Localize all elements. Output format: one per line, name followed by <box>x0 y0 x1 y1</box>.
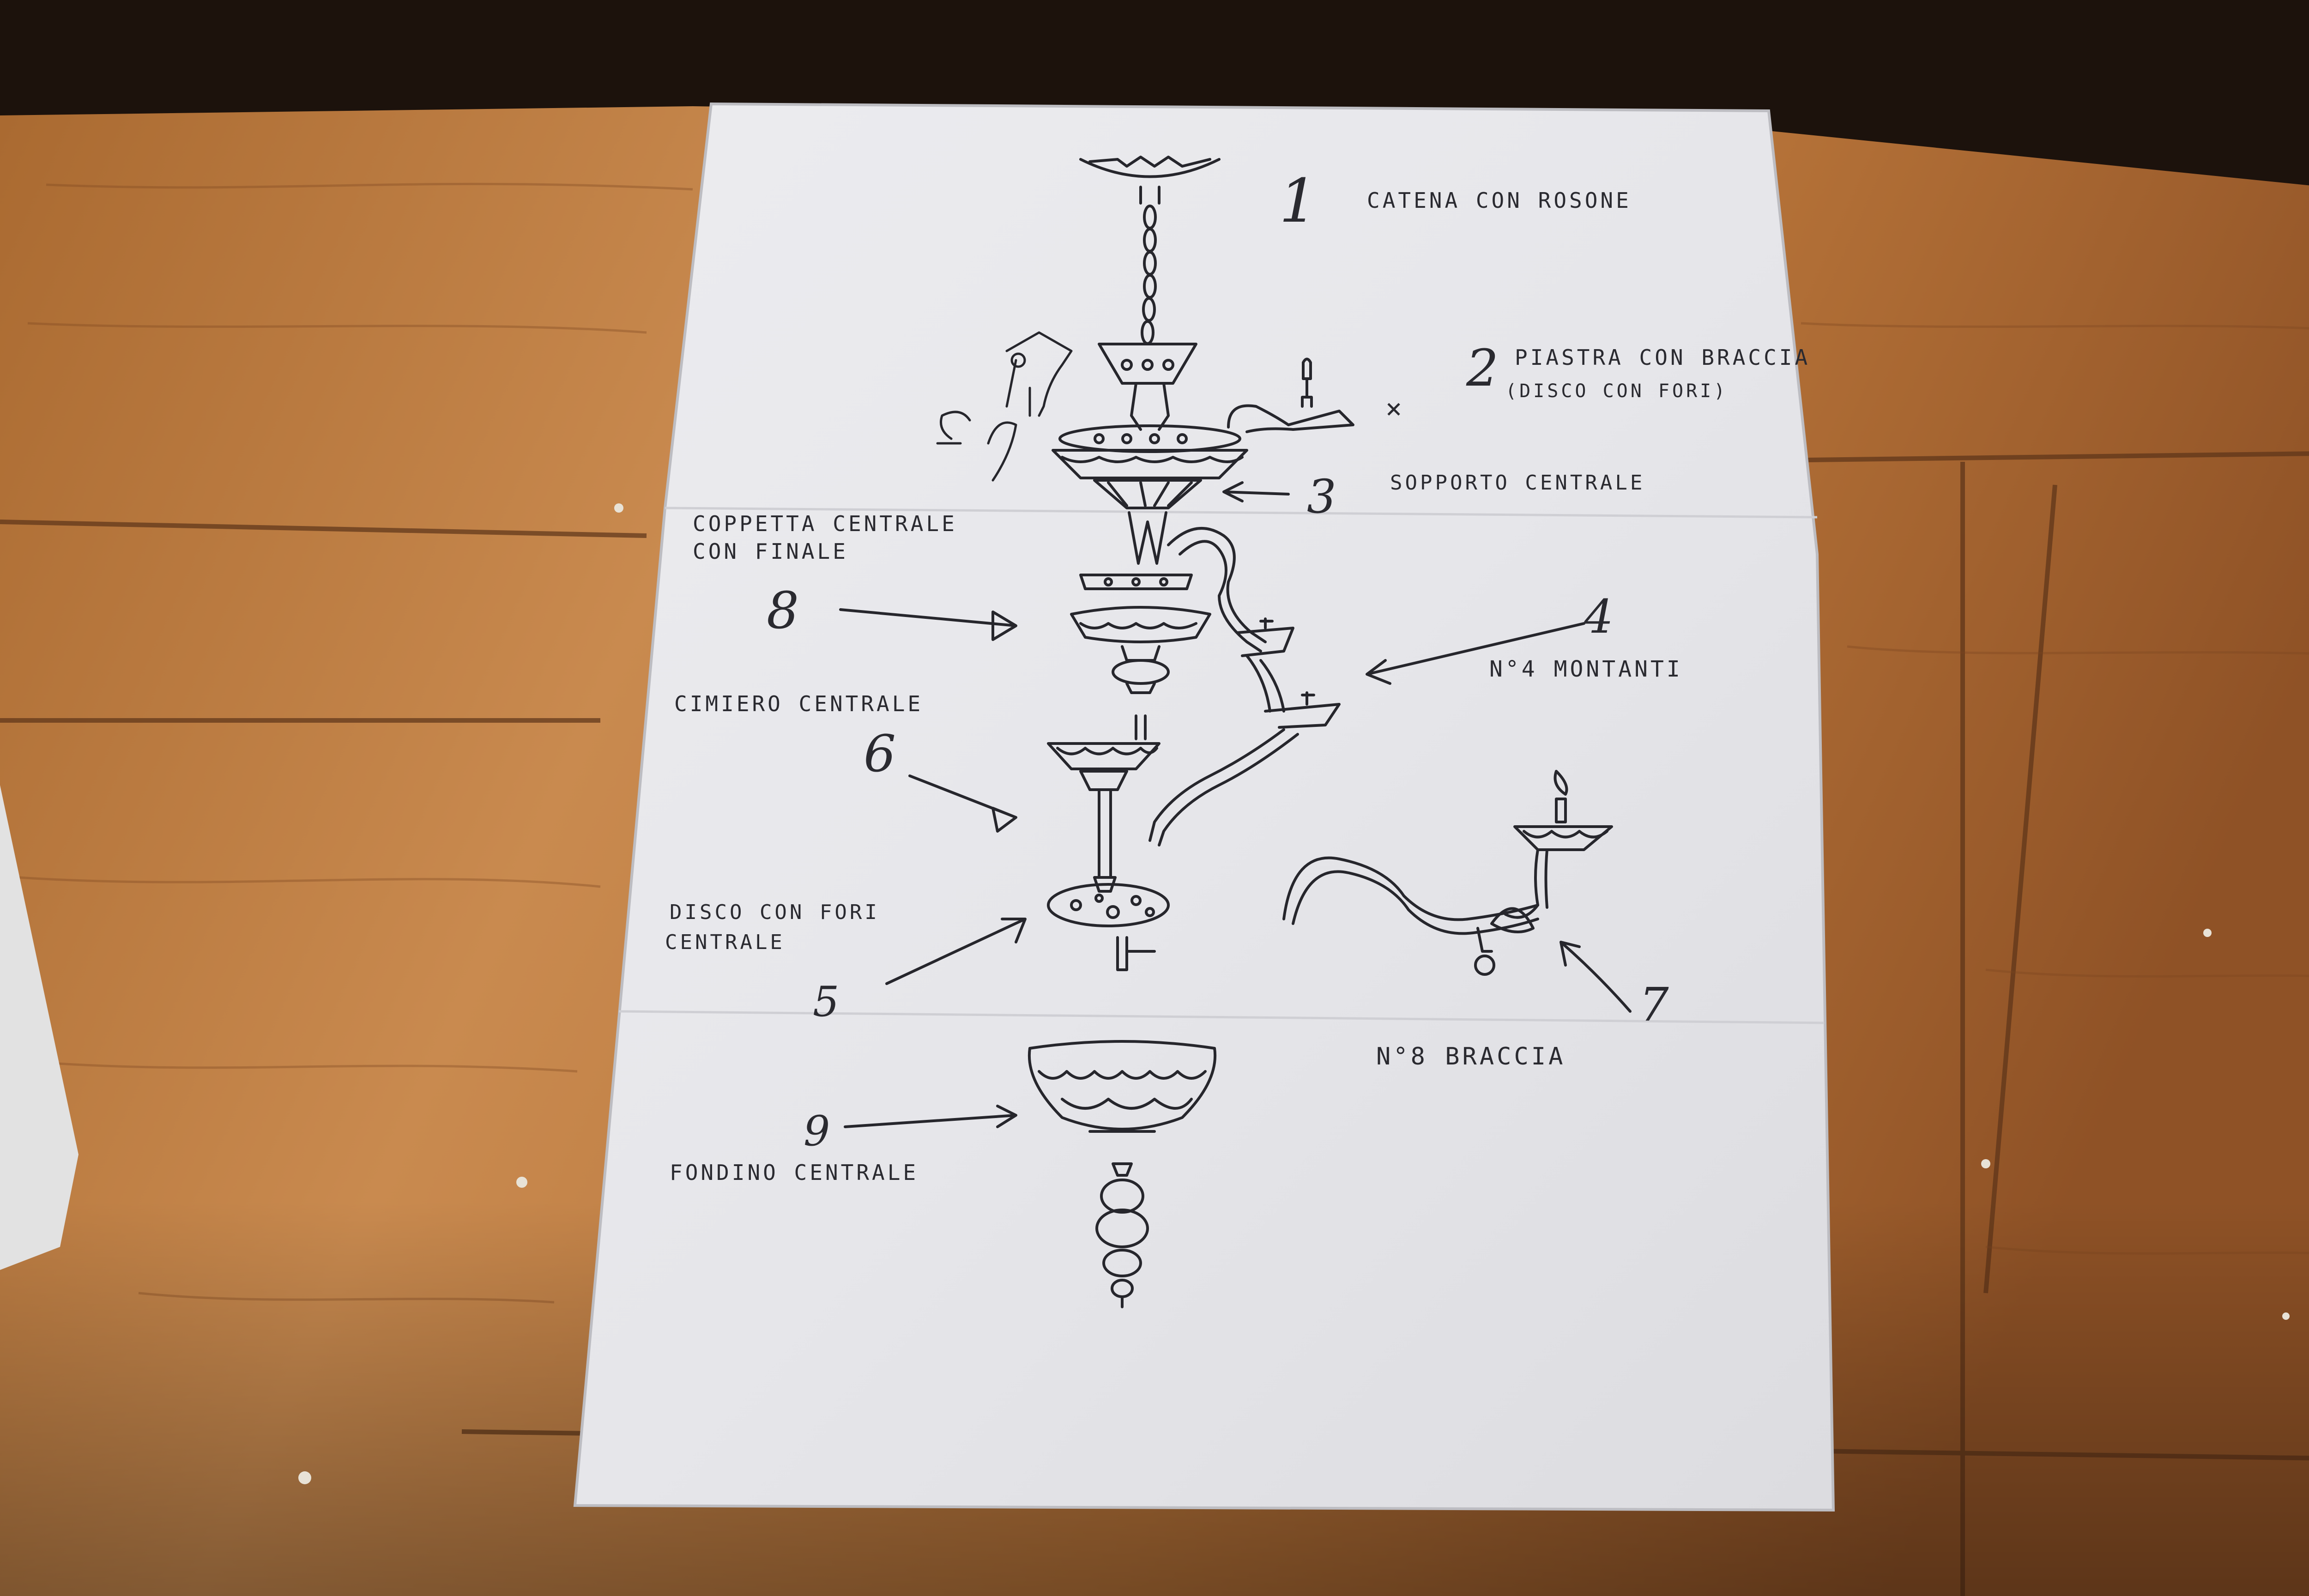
arrows <box>839 481 1632 1128</box>
label-9-text: FONDINO CENTRALE <box>670 1160 919 1185</box>
label-1-text: CATENA CON ROSONE <box>1367 188 1632 213</box>
label-2-number: 2 <box>1466 339 1499 398</box>
side-ornaments <box>936 331 1073 482</box>
label-9-number: 9 <box>804 1107 830 1155</box>
other-paper-edge <box>0 785 79 1270</box>
label-8-line2: CON FINALE <box>693 539 848 564</box>
label-8-line1: COPPETTA CENTRALE <box>693 511 957 536</box>
label-3-number: 3 <box>1307 470 1336 524</box>
label-2: 2 PIASTRA CON BRACCIA (DISCO CON FORI) <box>1466 339 1810 402</box>
label-4: 4 N°4 MONTANTI <box>1489 590 1683 682</box>
label-6: CIMIERO CENTRALE 6 <box>674 691 923 783</box>
label-7: 7 N°8 BRACCIA <box>1376 978 1669 1070</box>
label-1-number: 1 <box>1279 166 1318 236</box>
label-4-text: N°4 MONTANTI <box>1489 656 1683 682</box>
label-6-number: 6 <box>864 724 896 783</box>
dark-background <box>0 0 2309 186</box>
paper-sheet <box>573 102 1835 1512</box>
braccia-sketch <box>1282 770 1613 976</box>
label-5-line2: CENTRALE <box>665 931 785 954</box>
label-7-number: 7 <box>1639 978 1669 1032</box>
label-7-text: N°8 BRACCIA <box>1376 1043 1566 1070</box>
montanti-sketch <box>1148 527 1341 846</box>
label-2-line2: (DISCO CON FORI) <box>1505 381 1728 402</box>
label-8-number: 8 <box>767 581 799 640</box>
chandelier-drawing <box>1028 156 1248 1308</box>
label-8: COPPETTA CENTRALE CON FINALE 8 <box>693 511 957 640</box>
label-5-line1: DISCO CON FORI <box>670 901 880 924</box>
label-3: 3 SOPPORTO CENTRALE <box>1307 470 1645 524</box>
label-5-number: 5 <box>813 978 839 1026</box>
label-2-x-mark: × <box>1385 393 1405 425</box>
chain-links <box>1141 205 1157 345</box>
label-9: 9 FONDINO CENTRALE <box>670 1107 919 1185</box>
label-1: 1 CATENA CON ROSONE <box>1279 166 1632 236</box>
label-6-text: CIMIERO CENTRALE <box>674 691 923 716</box>
label-2-line1: PIASTRA CON BRACCIA <box>1515 345 1810 370</box>
label-5: DISCO CON FORI CENTRALE 5 <box>665 901 880 1026</box>
arm-sketch <box>1227 357 1354 433</box>
label-4-number: 4 <box>1584 590 1614 644</box>
table-debris <box>298 503 2290 1484</box>
label-3-text: SOPPORTO CENTRALE <box>1390 471 1645 495</box>
